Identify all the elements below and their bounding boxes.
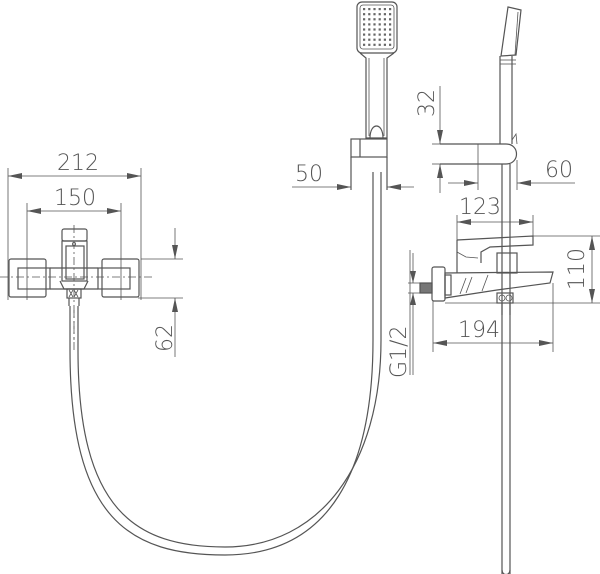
rail-end: [501, 569, 511, 574]
dim-60: [448, 160, 575, 190]
hand-shower-front: [350, 1, 398, 190]
front-view-mixer: [0, 168, 183, 357]
dim-label-62: 62: [153, 324, 178, 352]
side-view-hand-shower: [440, 6, 522, 574]
dim-label-194: 194: [458, 318, 500, 343]
dim-label-60: 60: [545, 158, 573, 183]
dim-label-212: 212: [57, 151, 99, 176]
shower-head-nozzles: [363, 8, 392, 46]
shower-hose: [69, 172, 382, 556]
side-view-mixer: [408, 215, 600, 375]
dim-32: [432, 86, 443, 193]
dim-label-123: 123: [459, 195, 501, 220]
dim-50: [292, 184, 414, 190]
dim-label-thread: G1/2: [387, 326, 412, 378]
dim-label-150: 150: [54, 186, 96, 211]
dim-label-32: 32: [415, 89, 440, 117]
dim-label-50: 50: [295, 162, 323, 187]
dim-label-110: 110: [565, 248, 590, 290]
